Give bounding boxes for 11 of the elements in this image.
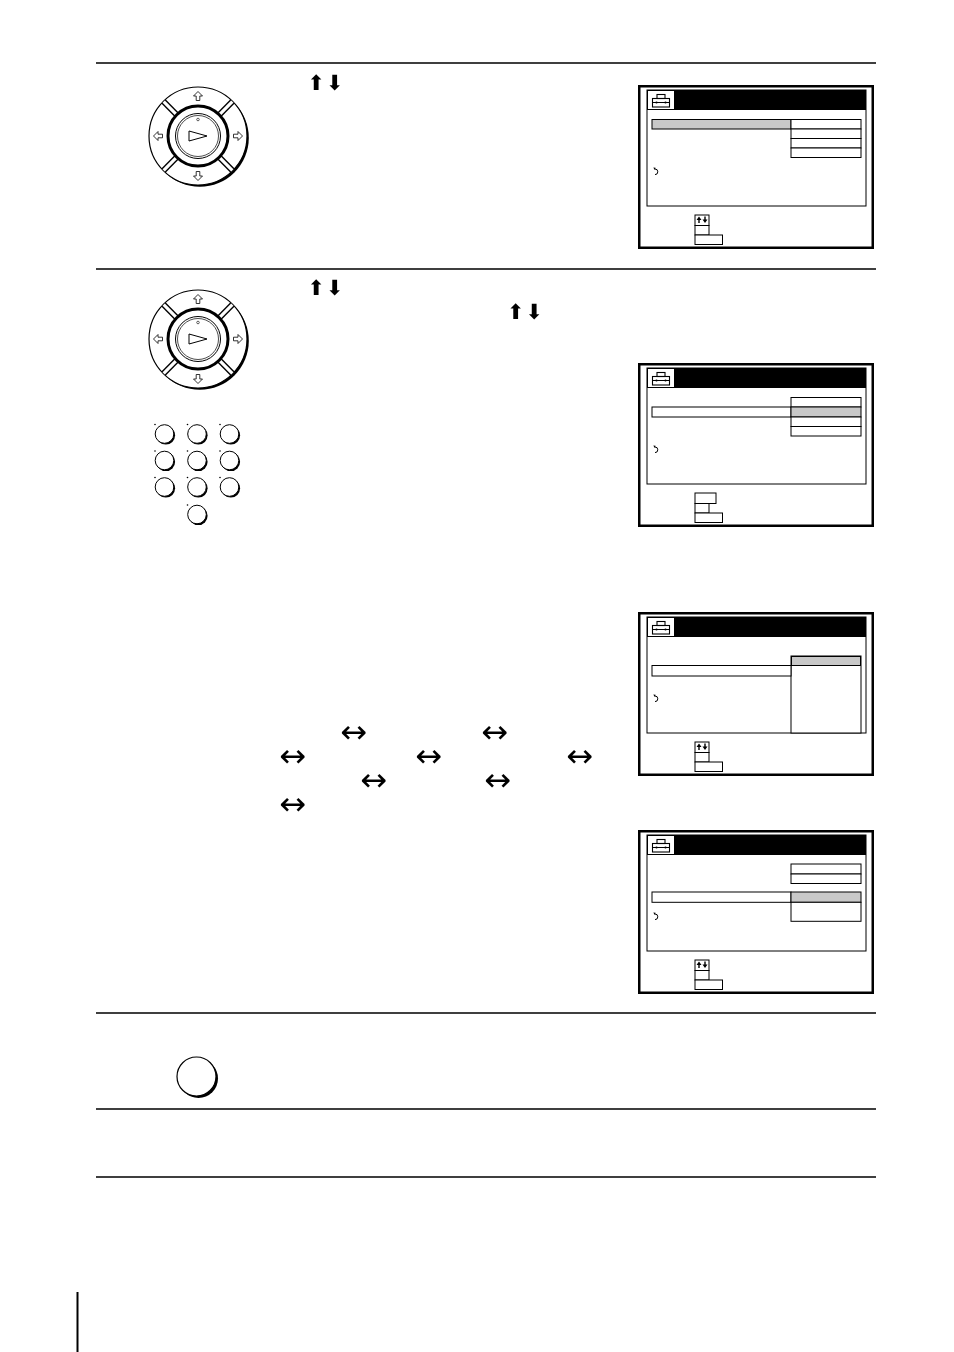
left-right-arrow-symbol: ↔ <box>566 740 594 772</box>
up-down-arrow-symbols: ⬆⬇ <box>307 72 345 94</box>
up-down-arrow-symbols: ⬆⬇ <box>307 277 345 298</box>
left-right-arrow-symbol: ↔ <box>481 716 509 748</box>
left-right-arrow-symbol: ↔ <box>415 740 443 772</box>
left-right-arrow-symbol: ↔ <box>279 740 307 772</box>
left-right-arrow-symbol: ↔ <box>340 716 368 748</box>
up-down-arrow-symbols: ⬆⬇ <box>506 301 545 322</box>
left-right-arrow-symbol: ↔ <box>279 787 307 820</box>
left-right-arrow-symbol: ↔ <box>484 764 512 796</box>
left-right-arrow-symbol: ↔ <box>360 764 388 796</box>
